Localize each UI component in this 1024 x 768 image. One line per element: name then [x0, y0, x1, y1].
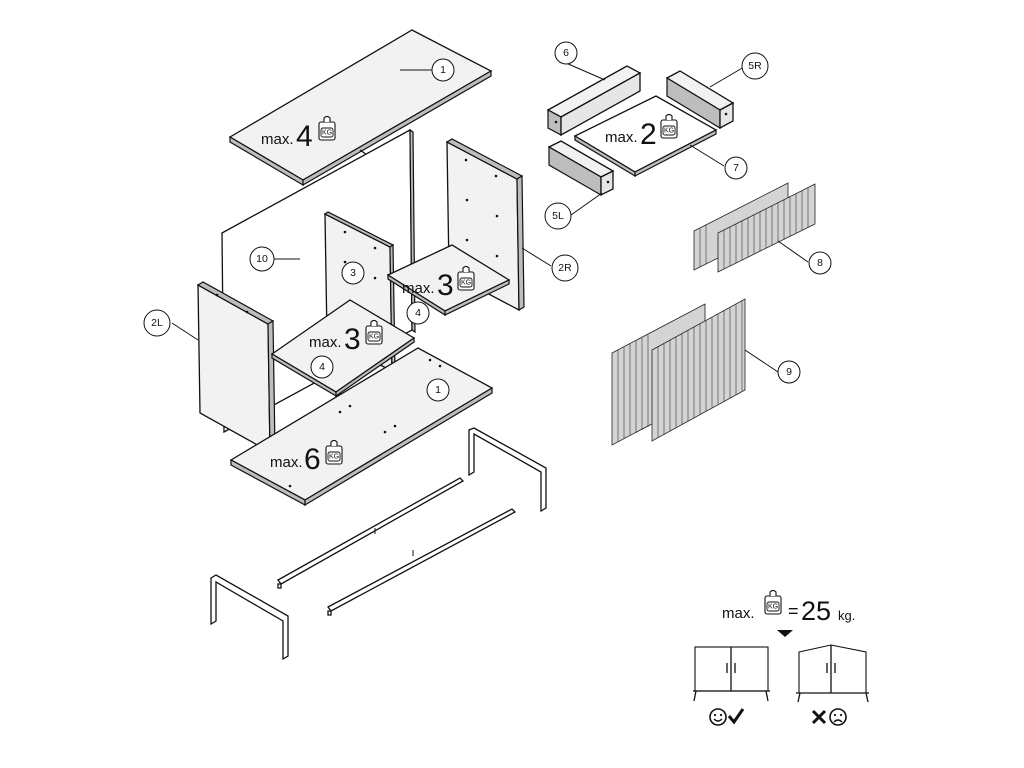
callout-1-top-label: 1 — [440, 64, 446, 76]
max-value-shelf-right: 3 — [437, 269, 454, 302]
cross-frown-icon — [811, 708, 847, 726]
svg-text:KG: KG — [329, 454, 339, 461]
kg-weight-icon: KG — [318, 115, 336, 141]
max-label-shelf-left: max. — [309, 334, 342, 351]
callout-2L: 2L — [143, 309, 171, 337]
part-9-slatted-doors — [611, 298, 746, 446]
callout-7: 7 — [724, 156, 748, 180]
kg-weight-icon: KG — [457, 265, 475, 291]
callout-4-left-label: 4 — [319, 361, 325, 373]
callout-10: 10 — [249, 246, 275, 272]
max-load-drawer: max. 2 KG — [605, 113, 678, 151]
total-load-note: max. KG = 25 kg. — [722, 589, 855, 637]
total-max-unit: kg. — [838, 608, 855, 623]
wrong-cabinet-illustration — [796, 644, 869, 703]
correct-cabinet-illustration — [693, 646, 770, 702]
svg-text:KG: KG — [369, 334, 379, 341]
callout-1-top: 1 — [431, 58, 455, 82]
part-1-bottom-panel — [229, 347, 494, 507]
max-label-shelf-right: max. — [402, 280, 435, 297]
part-7-drawer-bottom — [573, 95, 718, 178]
max-load-bottom: max. 6 KG — [270, 439, 343, 476]
callout-1-bottom-label: 1 — [435, 384, 441, 396]
max-value-bottom: 6 — [304, 443, 321, 476]
callout-9-label: 9 — [786, 366, 792, 378]
callout-3: 3 — [341, 261, 365, 285]
kg-weight-icon: KG — [764, 589, 782, 615]
callout-5R-label: 5R — [748, 60, 762, 72]
part-1-top-panel — [228, 29, 493, 187]
callout-leaders — [171, 62, 809, 373]
part-4-shelf-right — [386, 244, 511, 317]
callout-7-label: 7 — [733, 162, 739, 174]
callout-2L-label: 2L — [151, 317, 163, 329]
callout-5R: 5R — [741, 52, 769, 80]
kg-weight-icon: KG — [660, 113, 678, 139]
max-value-drawer: 2 — [640, 118, 657, 151]
max-load-shelf-right: max. 3 KG — [402, 265, 475, 302]
kg-weight-icon: KG — [365, 319, 383, 345]
part-4-shelf-left — [270, 299, 416, 398]
kg-weight-icon: KG — [325, 439, 343, 465]
callout-4-left: 4 — [310, 355, 334, 379]
callout-10-label: 10 — [256, 253, 268, 265]
svg-text:KG: KG — [461, 280, 471, 287]
arrow-down-icon — [777, 630, 793, 637]
part-8-slatted-drawer-front — [693, 182, 816, 273]
max-label-drawer: max. — [605, 129, 638, 146]
metal-base-frame — [210, 427, 547, 661]
part-5L-drawer-side — [547, 140, 615, 197]
smiley-check-icon — [709, 708, 745, 726]
total-max-label: max. — [722, 605, 755, 622]
callout-8-label: 8 — [817, 257, 823, 269]
callout-5L-label: 5L — [552, 210, 564, 222]
max-value-shelf-left: 3 — [344, 323, 361, 356]
part-5R-drawer-side — [665, 70, 735, 130]
callout-2R-label: 2R — [558, 262, 572, 274]
total-max-value: 25 — [801, 596, 831, 626]
svg-text:KG: KG — [664, 128, 674, 135]
total-equals-sign: = — [788, 601, 799, 621]
part-2L-side-panel — [196, 281, 276, 454]
part-6-drawer-back — [546, 65, 642, 137]
callout-9: 9 — [777, 360, 801, 384]
callout-6-label: 6 — [563, 47, 569, 59]
max-load-top: max. 4 KG — [261, 115, 336, 153]
callout-5L: 5L — [544, 202, 572, 230]
callout-4-right: 4 — [406, 301, 430, 325]
callout-3-label: 3 — [350, 267, 356, 279]
svg-text:KG: KG — [322, 130, 332, 137]
callout-8: 8 — [808, 251, 832, 275]
callout-6: 6 — [554, 41, 578, 65]
callout-1-bottom: 1 — [426, 378, 450, 402]
callout-2R: 2R — [551, 254, 579, 282]
max-value-top: 4 — [296, 120, 313, 153]
svg-text:KG: KG — [768, 604, 778, 611]
max-label-bottom: max. — [270, 454, 303, 471]
callout-4-right-label: 4 — [415, 307, 421, 319]
max-label-top: max. — [261, 131, 294, 148]
max-load-shelf-left: max. 3 KG — [309, 319, 383, 356]
